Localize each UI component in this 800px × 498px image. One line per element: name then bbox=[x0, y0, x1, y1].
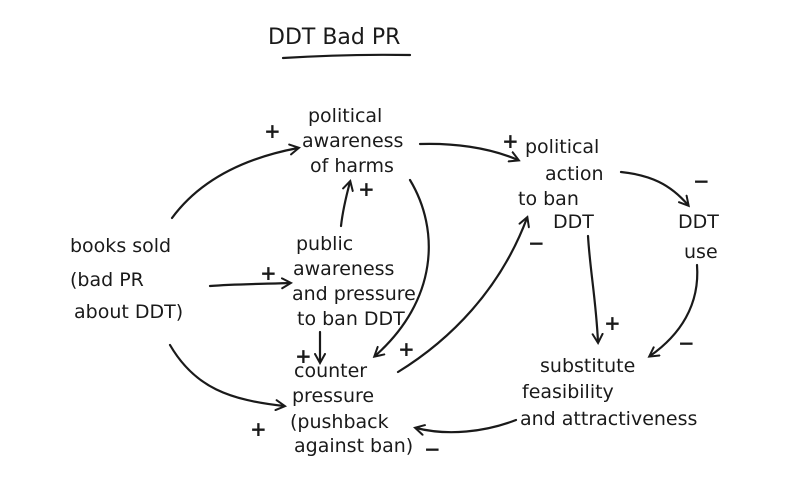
node-political-action: political action to ban DDT bbox=[518, 136, 603, 233]
counter-line-4: against ban) bbox=[294, 435, 413, 457]
books-line-1: books sold bbox=[70, 235, 171, 257]
sign-counter-to-action: − bbox=[528, 231, 545, 255]
sign-public-to-counter: + bbox=[295, 344, 312, 368]
node-ddt-use: DDT use bbox=[678, 211, 719, 263]
edge-political-awareness-to-action bbox=[418, 142, 518, 160]
sign-public-to-political-awareness: + bbox=[358, 177, 375, 201]
political-awareness-line-3: of harms bbox=[310, 155, 394, 177]
node-public-awareness: public awareness and pressure to ban DDT bbox=[292, 233, 416, 330]
edge-substitute-to-counter bbox=[416, 418, 518, 432]
edge-action-to-substitute bbox=[586, 234, 598, 342]
action-line-2: action bbox=[545, 163, 603, 185]
node-counter-pressure: counter pressure (pushback against ban) bbox=[290, 360, 413, 457]
public-line-3: and pressure bbox=[292, 283, 416, 305]
edge-public-to-political-awareness bbox=[339, 182, 350, 228]
counter-line-3: (pushback bbox=[290, 411, 389, 433]
action-line-3: to ban bbox=[518, 188, 579, 210]
edge-books-to-counter bbox=[168, 343, 284, 406]
books-line-2: (bad PR bbox=[70, 269, 144, 291]
node-books-sold: books sold (bad PR about DDT) bbox=[70, 235, 183, 323]
node-substitute: substitute feasibility and attractivenes… bbox=[520, 355, 697, 430]
sign-ddt-use-to-substitute: − bbox=[678, 331, 695, 355]
substitute-line-1: substitute bbox=[540, 355, 635, 377]
books-line-3: about DDT) bbox=[74, 301, 183, 323]
edge-political-awareness-to-counter bbox=[375, 178, 430, 356]
sign-books-to-counter: + bbox=[250, 417, 267, 441]
substitute-line-2: feasibility bbox=[522, 381, 614, 403]
title-underline bbox=[281, 53, 412, 60]
political-awareness-line-2: awareness bbox=[302, 130, 403, 152]
public-line-2: awareness bbox=[293, 258, 394, 280]
edge-books-to-public bbox=[208, 283, 290, 286]
counter-line-2: pressure bbox=[292, 385, 374, 407]
public-line-1: public bbox=[296, 233, 353, 255]
node-political-awareness: political awareness of harms bbox=[302, 105, 403, 177]
edge-books-to-political-awareness bbox=[170, 148, 298, 220]
ddt-use-line-1: DDT bbox=[678, 211, 719, 233]
sign-books-to-political-awareness: + bbox=[264, 119, 281, 143]
edge-counter-to-action bbox=[396, 218, 527, 374]
edge-ddt-use-to-substitute bbox=[650, 263, 699, 356]
diagram-title: DDT Bad PR bbox=[268, 25, 400, 50]
substitute-line-3: and attractiveness bbox=[520, 408, 697, 430]
counter-line-1: counter bbox=[294, 360, 367, 382]
ddt-use-line-2: use bbox=[684, 241, 718, 263]
edge-action-to-ddt-use bbox=[619, 170, 688, 205]
sign-substitute-to-counter: − bbox=[424, 437, 441, 461]
action-line-1: political bbox=[525, 136, 599, 158]
sign-political-awareness-to-action: + bbox=[502, 129, 519, 153]
sign-books-to-public: + bbox=[260, 261, 277, 285]
political-awareness-line-1: political bbox=[308, 105, 382, 127]
public-line-4: to ban DDT bbox=[297, 308, 405, 330]
sign-action-to-substitute: + bbox=[604, 311, 621, 335]
sign-action-to-ddt-use: − bbox=[693, 169, 710, 193]
sign-counter-to-political-awareness: + bbox=[398, 337, 415, 361]
action-line-4: DDT bbox=[553, 211, 594, 233]
